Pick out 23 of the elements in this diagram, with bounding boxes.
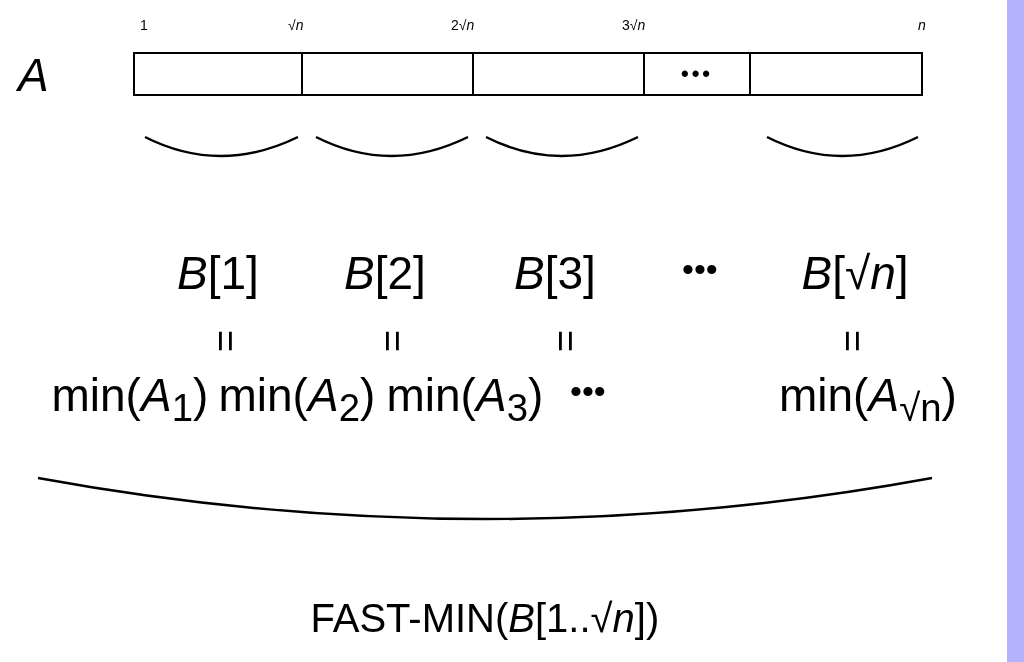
- array-cell: [749, 52, 923, 96]
- index-label: √n: [288, 18, 304, 32]
- equals-sign: =: [373, 329, 412, 353]
- min-expression: min(A$_{3}$): [386, 372, 544, 428]
- array-cell: [133, 52, 303, 96]
- array-cell: [472, 52, 645, 96]
- min-expression: min(A$_{1}$): [51, 372, 209, 428]
- ellipsis-cell: [643, 52, 751, 96]
- equals-sign: =: [546, 329, 585, 353]
- index-label: 2√n: [451, 18, 475, 32]
- equals-sign: =: [833, 329, 872, 353]
- ellipsis: •••: [682, 252, 718, 286]
- equals-sign: =: [206, 329, 245, 353]
- fast-min-call: FAST-MIN(B[1..√n]): [310, 598, 660, 638]
- min-expression: min(A$_{2}$): [218, 372, 376, 428]
- index-label: 1: [140, 18, 148, 32]
- array-name: A: [18, 52, 49, 98]
- array-cell: [301, 52, 474, 96]
- ellipsis: •••: [570, 374, 606, 408]
- index-label: n: [918, 18, 926, 32]
- min-expression: min(A$_{√n}$): [779, 372, 957, 428]
- index-label: 3√n: [622, 18, 646, 32]
- ellipsis: •••: [680, 61, 714, 87]
